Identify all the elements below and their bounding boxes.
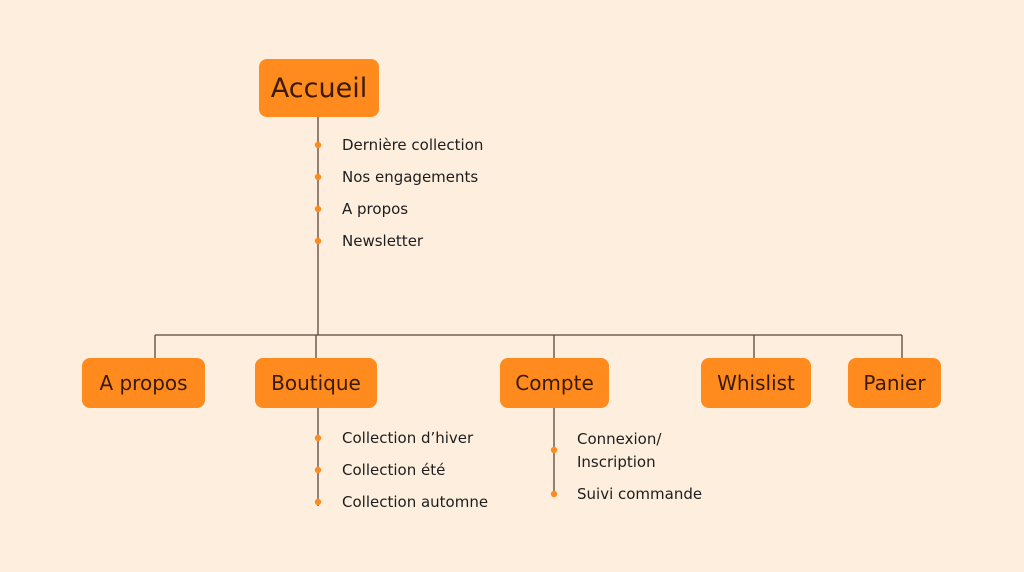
node-accueil: Accueil <box>259 59 379 117</box>
node-compte: Compte <box>500 358 609 408</box>
node-label: Panier <box>863 371 926 395</box>
bullet-dot <box>314 237 322 245</box>
node-label: Boutique <box>271 371 361 395</box>
list-item: Collection automne <box>342 493 489 511</box>
bullet-dot <box>314 173 322 181</box>
bullet-dot <box>314 205 322 213</box>
bullet-dot <box>550 446 558 454</box>
node-label: Whislist <box>717 371 795 395</box>
node-panier: Panier <box>848 358 941 408</box>
list-item: Suivi commande <box>577 485 703 503</box>
node-label: Accueil <box>270 72 368 104</box>
bullet-dot <box>314 466 322 474</box>
node-label: A propos <box>99 371 188 395</box>
node-a-propos: A propos <box>82 358 205 408</box>
node-whislist: Whislist <box>701 358 811 408</box>
list-item: Connexion/ Inscription <box>577 430 662 471</box>
list-item: A propos <box>342 200 409 218</box>
bullet-dot <box>314 498 322 506</box>
list-item: Collection été <box>342 461 446 479</box>
bullet-dot <box>314 141 322 149</box>
bullet-dot <box>314 434 322 442</box>
list-item: Nos engagements <box>342 168 479 186</box>
list-item: Newsletter <box>342 232 424 250</box>
node-label: Compte <box>515 371 594 395</box>
list-item: Collection d’hiver <box>342 429 474 447</box>
bullet-dot <box>550 490 558 498</box>
list-item: Dernière collection <box>342 136 484 154</box>
node-boutique: Boutique <box>255 358 377 408</box>
